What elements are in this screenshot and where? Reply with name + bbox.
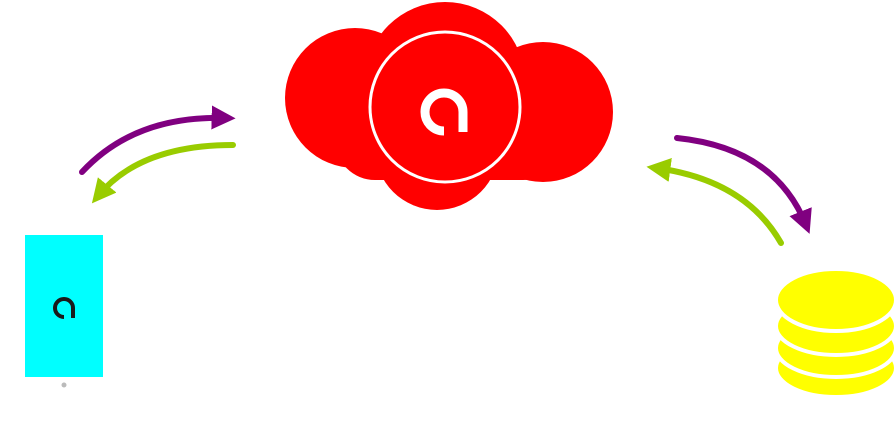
arrow-cloud-to-database: [674, 135, 812, 234]
arrow-cloud-to-device: [91, 142, 236, 204]
arrow-database-to-cloud: [646, 158, 784, 246]
database-node: [774, 267, 895, 399]
device-logo-icon: [53, 297, 75, 319]
cloud-logo-icon: [368, 30, 522, 184]
coin-stack-database-icon: [774, 267, 895, 399]
cloud-node: [285, 2, 613, 210]
device-node: [25, 235, 103, 388]
device-home-dot: [61, 382, 67, 388]
arrow-device-to-cloud: [79, 105, 236, 175]
phone-device-icon: [25, 235, 103, 377]
